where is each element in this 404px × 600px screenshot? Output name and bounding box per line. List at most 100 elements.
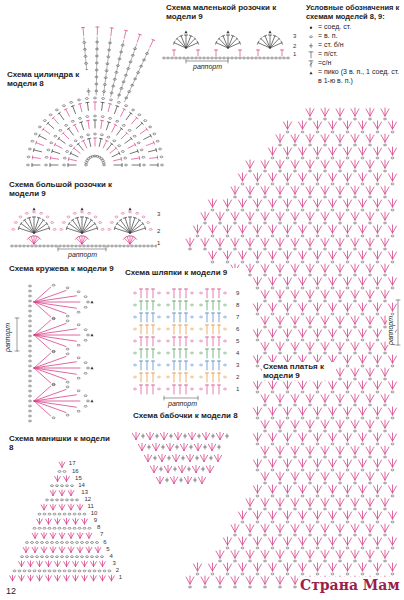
fan-symbol: [329, 382, 333, 389]
fan-symbol: [213, 252, 217, 259]
fan-symbol: [243, 174, 247, 181]
fan-symbol: [336, 187, 340, 194]
fan-symbol: [344, 564, 348, 571]
chain-stitch: [309, 274, 312, 276]
chain-stitch: [49, 114, 52, 116]
chain-stitch: [346, 469, 349, 471]
double-crochet-symbol: [139, 156, 141, 159]
chain-stitch: [19, 245, 22, 247]
chain-stitch: [369, 248, 372, 250]
chain-stitch: [346, 183, 349, 185]
double-crochet-symbol: [181, 36, 186, 48]
chain-stitch: [27, 245, 30, 247]
fan-symbol: [314, 200, 318, 207]
fan-symbol: [336, 213, 340, 220]
fan-symbol: [318, 564, 322, 571]
fan-symbol: [258, 200, 262, 207]
chain-stitch: [376, 521, 379, 523]
chain-stitch: [187, 57, 190, 59]
fan-symbol: [261, 187, 265, 194]
chain-stitch: [294, 534, 297, 536]
fan-symbol: [329, 122, 333, 129]
fan-symbol: [355, 395, 359, 402]
fan-symbol: [299, 226, 303, 233]
chain-stitch: [369, 508, 372, 510]
fan-symbol: [269, 382, 273, 389]
chain-stitch: [25, 212, 28, 214]
fan-symbol: [261, 265, 265, 272]
chain-stitch: [120, 51, 123, 53]
double-crochet-symbol: [86, 120, 89, 122]
fan-symbol: [385, 291, 389, 298]
fan-symbol: [374, 486, 378, 493]
fan-symbol: [385, 525, 389, 532]
fan-symbol: [291, 239, 295, 246]
double-crochet-symbol: [50, 163, 51, 166]
chain-stitch: [271, 313, 274, 315]
chain-stitch: [339, 378, 342, 380]
chain-stitch: [160, 156, 163, 158]
fan-symbol: [333, 226, 337, 233]
chain-stitch: [241, 547, 244, 549]
fan-symbol: [333, 174, 337, 181]
fan-symbol: [329, 252, 333, 259]
chain-stitch: [279, 274, 282, 276]
fan-symbol: [310, 551, 314, 558]
chain-stitch: [271, 287, 274, 289]
double-crochet-symbol: [58, 112, 61, 114]
fan-symbol: [348, 512, 352, 519]
double-crochet-symbol: [236, 38, 238, 40]
fan-symbol: [370, 499, 374, 506]
fan-symbol: [243, 512, 247, 519]
double-crochet-symbol: [265, 36, 270, 48]
fan-symbol: [258, 330, 262, 337]
fan-symbol: [209, 226, 213, 233]
fan-symbol: [284, 512, 288, 519]
chain-stitch: [294, 404, 297, 406]
fan-symbol: [269, 330, 273, 337]
fan-symbol: [351, 161, 355, 168]
chain-stitch: [361, 573, 364, 575]
chain-stitch: [294, 300, 297, 302]
fan-symbol: [321, 187, 325, 194]
chain-stitch: [86, 160, 89, 162]
fan-symbol: [284, 174, 288, 181]
chain-stitch: [46, 216, 49, 218]
fan-symbol: [336, 135, 340, 142]
chain-stitch: [131, 245, 134, 247]
fan-symbol: [288, 408, 292, 415]
fan-symbol: [393, 460, 397, 467]
fan-symbol: [299, 200, 303, 207]
chain-stitch: [271, 391, 274, 393]
fan-symbol: [344, 330, 348, 337]
double-crochet-symbol: [69, 159, 77, 161]
chain-stitch: [361, 469, 364, 471]
fan-symbol: [246, 161, 250, 168]
fan-symbol: [306, 395, 310, 402]
chain-stitch: [156, 140, 159, 142]
fan-symbol: [333, 382, 337, 389]
chain-stitch: [339, 534, 342, 536]
fan-symbol: [318, 486, 322, 493]
double-crochet-symbol: [66, 227, 67, 230]
chain-stitch: [294, 222, 297, 224]
fan-symbol: [209, 252, 213, 259]
fan-symbol: [336, 161, 340, 168]
fan-symbol: [359, 252, 363, 259]
double-crochet-symbol: [223, 36, 228, 48]
chain-stitch: [259, 57, 262, 59]
double-crochet-symbol: [86, 102, 89, 103]
chain-stitch: [391, 521, 394, 523]
chain-stitch: [87, 158, 90, 160]
chain-stitch: [264, 248, 267, 250]
fan-symbol: [265, 213, 269, 220]
fan-symbol: [265, 343, 269, 350]
fan-symbol: [363, 200, 367, 207]
fan-symbol: [194, 564, 198, 571]
chain-stitch: [241, 183, 244, 185]
double-crochet-symbol: [36, 141, 37, 144]
fan-symbol: [228, 564, 232, 571]
chain-stitch: [219, 222, 222, 224]
chain-stitch: [316, 287, 319, 289]
fan-symbol: [310, 135, 314, 142]
